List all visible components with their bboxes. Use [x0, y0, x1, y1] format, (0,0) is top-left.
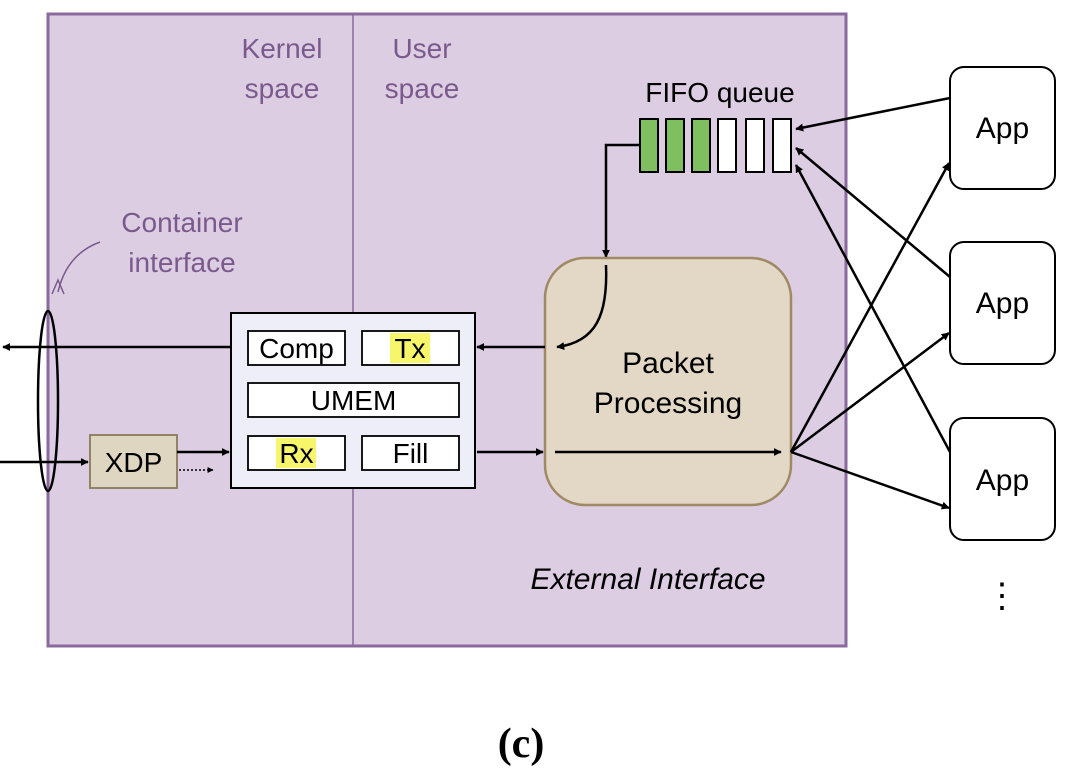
queue-to-processing-arrow	[602, 143, 640, 258]
app-box-3	[949, 417, 1056, 541]
queue-slot-1	[639, 118, 659, 173]
xdp-label: XDP	[105, 447, 163, 478]
comp-ring-label: Comp	[259, 333, 334, 364]
queue-slot-5	[745, 118, 765, 173]
tx-highlight	[390, 333, 430, 363]
packet-processing-label-line1: Packet	[622, 347, 714, 380]
figure-caption: (c)	[498, 721, 545, 767]
queue-slot-4	[717, 118, 737, 173]
container-interface-ring	[36, 309, 60, 493]
packet-processing-block	[543, 256, 793, 507]
tx-ring-label: Tx	[394, 333, 425, 364]
kernel-space-label-line1: Kernel	[242, 33, 323, 64]
user-space-label-line2: space	[385, 73, 460, 104]
container-interface-label-line2: interface	[128, 247, 235, 278]
rx-highlight	[276, 438, 316, 468]
app-label-2: App	[976, 287, 1029, 320]
more-apps-ellipsis: ⋮	[985, 577, 1019, 615]
umem-area	[247, 382, 460, 418]
app1-to-queue-arrow	[795, 96, 951, 132]
kernel-space-label-line2: space	[245, 73, 320, 104]
fifo-queue-label: FIFO queue	[645, 77, 794, 108]
app-label-3: App	[976, 464, 1029, 497]
user-space-label-line1: User	[392, 33, 451, 64]
external-interface-label: External Interface	[530, 563, 765, 596]
processing-curve-arrow	[556, 264, 608, 351]
fill-ring	[361, 435, 460, 471]
app-label-1: App	[976, 112, 1029, 145]
processing-to-app2-arrow	[790, 332, 950, 453]
processing-to-app3-arrow	[790, 450, 950, 510]
queue-slot-6	[772, 118, 792, 173]
xdp-box	[89, 434, 178, 489]
queue-slot-3	[691, 118, 711, 173]
umem-label: UMEM	[311, 385, 397, 416]
app-box-1	[949, 66, 1056, 190]
queue-slot-2	[665, 118, 685, 173]
rx-ring-label: Rx	[279, 438, 313, 469]
processing-to-app1-arrow	[789, 162, 951, 453]
packet-processing-label-line2: Processing	[594, 387, 742, 420]
fill-ring-label: Fill	[393, 438, 429, 469]
container-interface-pointer-head	[51, 278, 65, 295]
app-box-2	[949, 241, 1056, 365]
app3-to-queue-arrow	[794, 164, 952, 453]
container-interface-label-line1: Container	[121, 207, 242, 238]
comp-ring	[247, 330, 346, 366]
app2-to-queue-arrow	[795, 147, 951, 278]
